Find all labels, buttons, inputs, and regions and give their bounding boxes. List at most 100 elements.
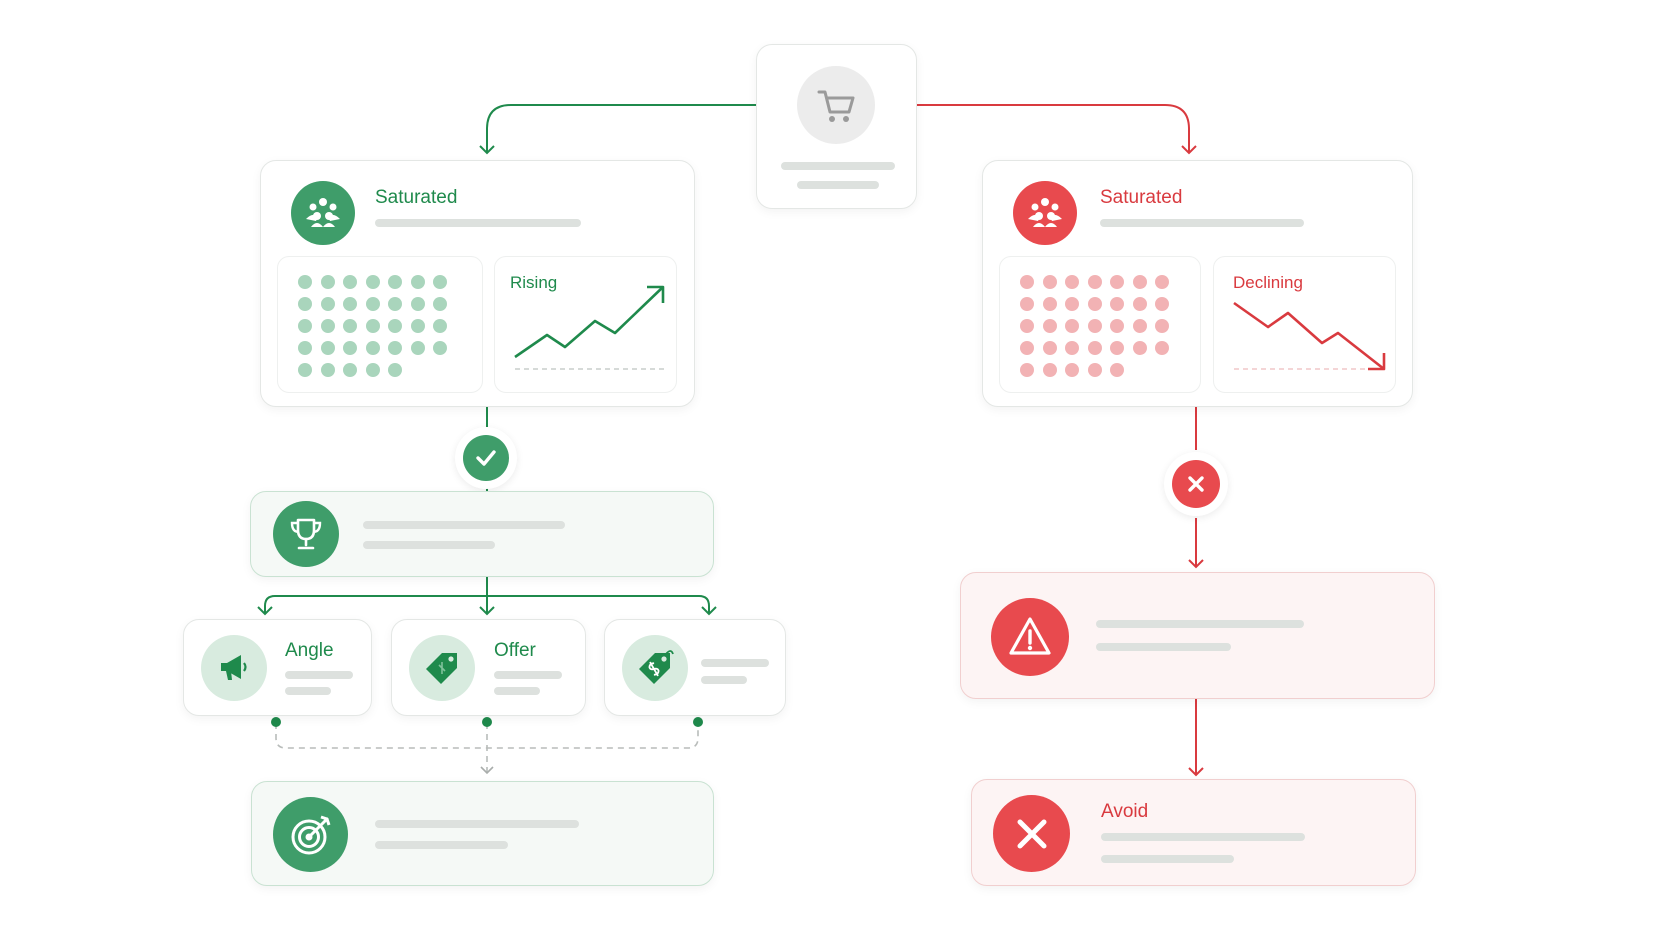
grid-dot [1020,297,1034,311]
branch-angle-placeholder-2 [285,687,331,695]
top-product-node [756,44,917,209]
branch-offer-placeholder-2 [494,687,540,695]
trophy-placeholder-line-1 [363,521,565,529]
avoid-label: Avoid [1101,801,1149,822]
grid-dot [1020,319,1034,333]
grid-dot [1065,363,1079,377]
grid-dot [298,363,312,377]
grid-dot [1087,319,1102,333]
branch-pricing-placeholder-1 [701,659,769,667]
declining-trend-arrow-icon [1233,301,1386,371]
grid-dot [343,319,357,333]
branch-pricing-placeholder-2 [701,676,747,684]
grid-dot [365,341,380,355]
grid-dot [298,275,312,289]
dollar-tag-icon [622,635,688,701]
left-status-card: Saturated Rising [260,160,695,407]
trophy-icon [273,501,339,567]
left-dot-grid-panel [277,256,483,393]
top-placeholder-line-1 [781,162,895,170]
grid-dot [433,319,447,333]
avoid-card: Avoid [971,779,1416,886]
grid-dot [1087,341,1102,355]
grid-dot [1155,319,1169,333]
branch-angle-placeholder-1 [285,671,353,679]
grid-dot [1132,319,1147,333]
grid-dot [388,275,402,289]
connector-top-to-right [917,104,1190,152]
warning-triangle-icon [991,598,1069,676]
grid-dot [410,341,425,355]
grid-dot [410,297,425,311]
grid-dot [410,319,425,333]
x-mark-icon [993,795,1070,872]
grid-dot [365,297,380,311]
grid-dot [1020,363,1034,377]
checkmark-icon [455,427,517,489]
grid-dot [433,275,447,289]
target-final-card [251,781,714,886]
grid-dot [1065,319,1079,333]
people-group-icon [1013,181,1077,245]
shopping-cart-icon [797,66,875,144]
grid-dot [1042,363,1057,377]
grid-dot [1065,341,1079,355]
top-placeholder-line-2 [797,181,879,189]
branch-offer-placeholder-1 [494,671,562,679]
grid-dot [410,275,425,289]
grid-dot [1110,297,1124,311]
grid-dot [1110,275,1124,289]
warning-placeholder-line-1 [1096,620,1304,628]
left-trend-panel: Rising [494,256,677,393]
megaphone-icon [201,635,267,701]
grid-dot [388,319,402,333]
grid-dot [433,341,447,355]
grid-dot [1020,341,1034,355]
grid-dot [1042,319,1057,333]
grid-dot [1110,341,1124,355]
price-tag-icon [409,635,475,701]
grid-dot [320,275,335,289]
target-icon [273,797,348,872]
x-mark-icon [1164,452,1228,516]
grid-dot [1065,275,1079,289]
avoid-placeholder-line-2 [1101,855,1234,863]
grid-dot [1155,341,1169,355]
grid-dot [298,341,312,355]
people-group-icon [291,181,355,245]
grid-dot [343,341,357,355]
grid-dot [1020,275,1034,289]
right-status-label: Saturated [1100,187,1183,208]
target-placeholder-line-2 [375,841,508,849]
branch-label-offer: Offer [494,640,536,661]
right-dot-grid-panel [999,256,1201,393]
rising-trend-arrow-icon [514,285,665,370]
left-trend-label: Rising [510,273,558,292]
grid-dot [1042,297,1057,311]
grid-dot [343,363,357,377]
grid-dot [388,363,402,377]
grid-dot [433,297,447,311]
grid-dot [343,275,357,289]
grid-dot [320,341,335,355]
warning-placeholder-line-2 [1096,643,1231,651]
grid-dot [320,319,335,333]
grid-dot [1065,297,1079,311]
right-trend-panel: Declining [1213,256,1396,393]
grid-dot [1132,297,1147,311]
trophy-placeholder-line-2 [363,541,495,549]
trophy-result-card [250,491,714,577]
grid-dot [388,297,402,311]
grid-dot [388,341,402,355]
warning-card [960,572,1435,699]
grid-dot [298,319,312,333]
grid-dot [365,363,380,377]
grid-dot [320,363,335,377]
grid-dot [1042,275,1057,289]
branch-label-angle: Angle [285,640,334,661]
grid-dot [1087,297,1102,311]
grid-dot [1087,363,1102,377]
branch-card-offer: Offer [391,619,586,716]
grid-dot [343,297,357,311]
